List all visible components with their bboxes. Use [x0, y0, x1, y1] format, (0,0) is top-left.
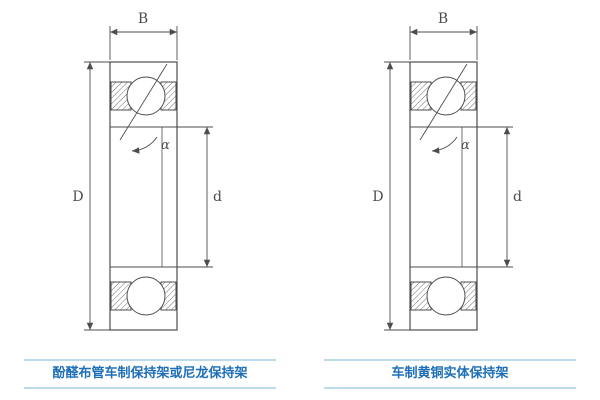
- contact-angle: [119, 63, 168, 154]
- bearing-diagram-right: α B D d: [372, 11, 522, 331]
- cage-sections: [410, 81, 477, 311]
- caption-block-left: 酚醛布管车制保持架或尼龙保持架: [24, 359, 276, 389]
- caption-right: 车制黄铜实体保持架: [391, 366, 509, 381]
- bearing-outline: [109, 61, 178, 331]
- bearing-panel-right: α B D d 车制黄铜实体保持架: [300, 0, 600, 400]
- dim-outer-D: [84, 61, 110, 331]
- label-width-B: B: [438, 11, 448, 27]
- label-bore-d: d: [513, 189, 522, 205]
- ball-bottom: [126, 276, 166, 316]
- ball-bottom: [426, 276, 466, 316]
- dim-width-B: [409, 26, 478, 60]
- caption-rule-bottom-left: [24, 387, 276, 389]
- caption-left: 酚醛布管车制保持架或尼龙保持架: [52, 366, 248, 381]
- ball-top: [126, 76, 166, 116]
- contact-angle: [419, 63, 468, 154]
- bearing-diagram-left: α B D d: [72, 11, 222, 331]
- label-width-B: B: [138, 11, 148, 27]
- label-contact-angle: α: [161, 138, 170, 153]
- dim-outer-D: [384, 61, 410, 331]
- label-bore-d: d: [213, 189, 222, 205]
- ball-top: [426, 76, 466, 116]
- label-outer-D: D: [372, 189, 383, 205]
- label-outer-D: D: [72, 189, 83, 205]
- bearing-outline: [409, 61, 478, 331]
- label-contact-angle: α: [461, 138, 470, 153]
- caption-rule-top-left: [24, 359, 276, 361]
- dim-width-B: [109, 26, 178, 60]
- rolling-elements: [426, 76, 466, 316]
- caption-rule-bottom-right: [324, 387, 576, 389]
- cage-sections: [110, 81, 177, 311]
- caption-rule-top-right: [324, 359, 576, 361]
- dim-bore-d: [177, 126, 213, 268]
- dim-bore-d: [477, 126, 513, 268]
- caption-block-right: 车制黄铜实体保持架: [324, 359, 576, 389]
- rolling-elements: [126, 76, 166, 316]
- bearing-panel-left: α B D d 酚醛布: [24, 11, 276, 389]
